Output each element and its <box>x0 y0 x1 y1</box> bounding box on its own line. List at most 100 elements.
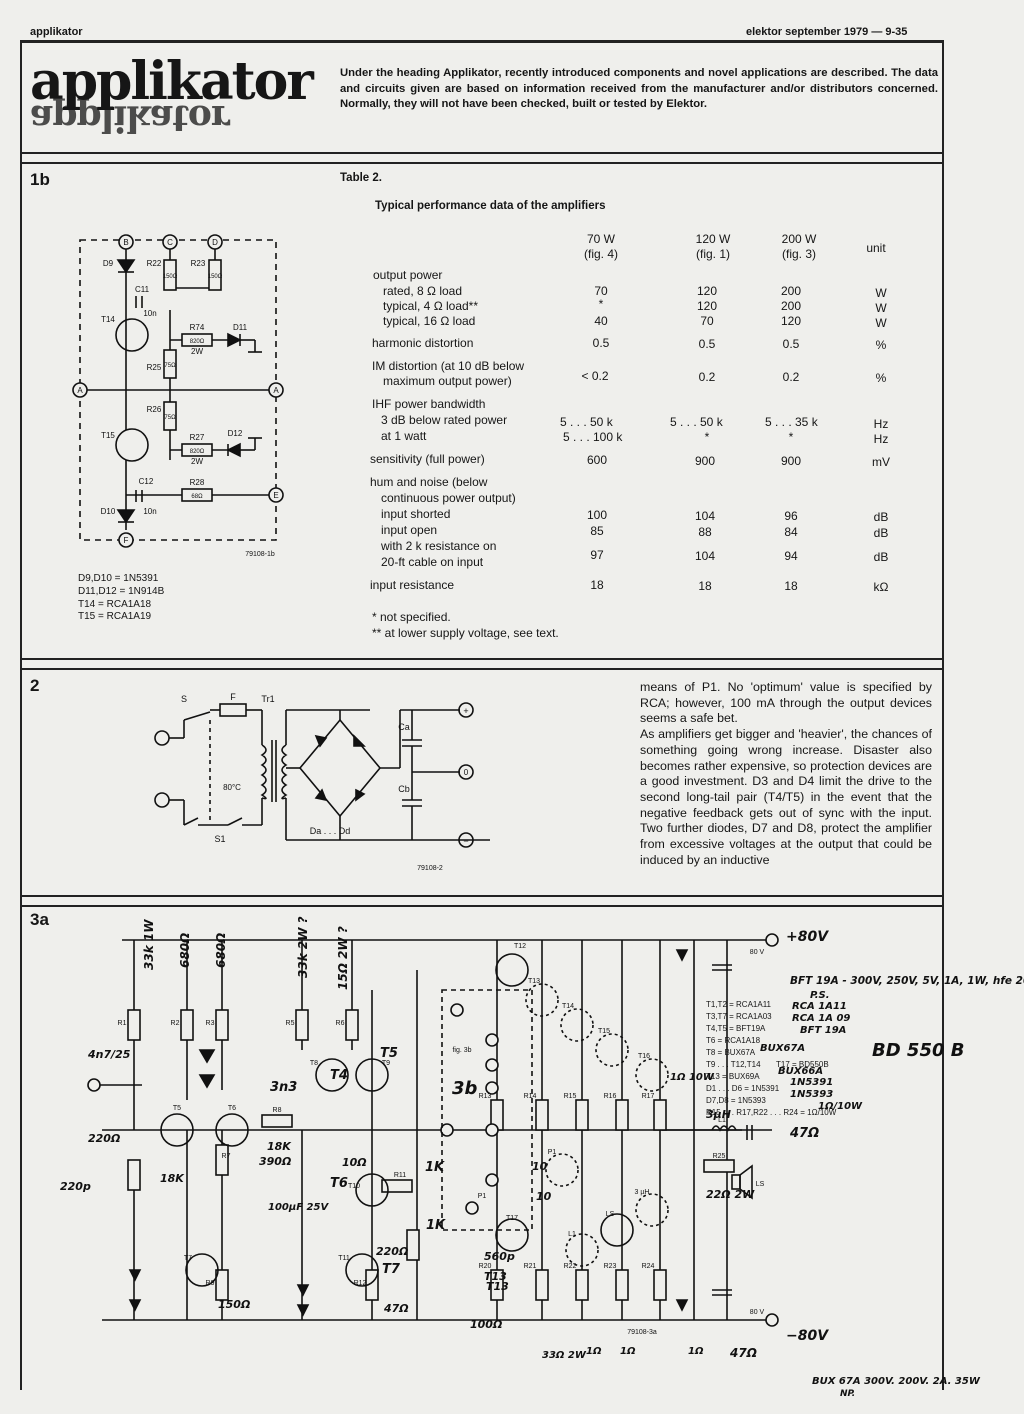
svg-text:Ca: Ca <box>398 722 410 732</box>
svg-text:2W: 2W <box>191 457 203 466</box>
running-header-right: elektor september 1979 — 9-35 <box>746 26 908 38</box>
row-value: 120 <box>696 299 718 313</box>
table-footnote-1: * not specified. <box>372 610 451 624</box>
row-label: at 1 watt <box>381 429 427 443</box>
svg-text:T14: T14 <box>101 315 115 324</box>
svg-text:R22: R22 <box>147 259 162 268</box>
row-label: input resistance <box>370 578 455 592</box>
section-3a-label: 3a <box>30 910 49 929</box>
svg-text:F: F <box>230 692 236 702</box>
row-value: 104 <box>694 509 716 523</box>
row-value: 5 . . . 35 k <box>765 415 818 429</box>
svg-text:T6: T6 <box>228 1105 236 1112</box>
svg-text:T9: T9 <box>382 1060 390 1067</box>
table-footnote-2: ** at lower supply voltage, see text. <box>372 626 559 640</box>
row-label: typical, 4 Ω load** <box>383 299 479 313</box>
svg-text:R20: R20 <box>479 1263 492 1270</box>
row-value: 18 <box>784 579 798 593</box>
row-label: 3 dB below rated power <box>381 413 508 427</box>
svg-text:R15: R15 <box>564 1093 577 1100</box>
row-value: 5 . . . 100 k <box>563 430 623 444</box>
row-value: 88 <box>698 525 712 539</box>
svg-text:P1: P1 <box>548 1149 557 1156</box>
row-unit: Hz <box>873 432 889 446</box>
svg-text:R27: R27 <box>190 433 205 442</box>
node-b: B <box>123 238 128 247</box>
running-header-left: applikator <box>30 26 83 38</box>
row-value: 0.5 <box>592 336 610 350</box>
svg-text:3 µH: 3 µH <box>635 1189 650 1196</box>
svg-text:75Ω: 75Ω <box>164 415 176 421</box>
node-a-left: A <box>77 386 83 395</box>
node-d: D <box>212 238 218 247</box>
row-value: 96 <box>784 509 798 523</box>
svg-text:R21: R21 <box>524 1263 537 1270</box>
header-rule <box>20 40 942 43</box>
svg-text:R8: R8 <box>273 1107 282 1114</box>
row-unit: dB <box>873 526 889 540</box>
node-c: C <box>167 238 173 247</box>
row-label: harmonic distortion <box>372 336 474 350</box>
row-value: 0.2 <box>698 370 716 384</box>
row-value: 94 <box>784 549 798 563</box>
svg-text:R2: R2 <box>171 1020 180 1027</box>
svg-text:−: − <box>463 836 468 846</box>
svg-text:80 V: 80 V <box>750 949 765 956</box>
row-unit: W <box>875 316 887 330</box>
node-a-right: A <box>273 386 279 395</box>
applikator-logo-reflection: applikator <box>30 97 229 139</box>
svg-text:R14: R14 <box>524 1093 537 1100</box>
svg-text:R26: R26 <box>147 405 162 414</box>
col-head-70w: 70 W <box>586 232 615 246</box>
row-value: 84 <box>784 525 798 539</box>
svg-text:R22: R22 <box>564 1263 577 1270</box>
svg-text:R23: R23 <box>604 1263 617 1270</box>
svg-text:820Ω: 820Ω <box>190 449 205 455</box>
node-e: E <box>273 491 278 500</box>
svg-text:Da . . . Dd: Da . . . Dd <box>310 826 351 836</box>
row-value: 0.5 <box>782 337 800 351</box>
table-2-title: Typical performance data of the amplifie… <box>375 200 606 212</box>
svg-text:75Ω: 75Ω <box>164 363 176 369</box>
svg-text:P1: P1 <box>478 1193 487 1200</box>
row-value: 18 <box>590 578 604 592</box>
col-fig-120w: (fig. 1) <box>695 247 730 261</box>
minus-rail-note: −80V <box>786 1328 829 1344</box>
svg-text:LS: LS <box>756 1181 765 1188</box>
body-paragraph-1: means of P1. No 'optimum' value is speci… <box>640 680 932 726</box>
svg-text:R7: R7 <box>222 1153 231 1160</box>
row-unit: Hz <box>873 417 889 431</box>
svg-text:T13: T13 <box>528 978 540 985</box>
svg-text:10n: 10n <box>143 309 156 318</box>
svg-text:fig. 3b: fig. 3b <box>452 1047 471 1054</box>
row-unit: dB <box>873 550 889 564</box>
col-head-unit: unit <box>866 241 886 255</box>
row-value: 0.5 <box>698 337 716 351</box>
svg-text:T12: T12 <box>514 943 526 950</box>
intro-paragraph: Under the heading Applikator, recently i… <box>340 67 938 110</box>
page-frame <box>20 40 944 1390</box>
svg-text:150Ω: 150Ω <box>163 274 178 280</box>
body-paragraph-2: As amplifiers get bigger and 'heavier', … <box>640 727 932 867</box>
row-value: 85 <box>590 524 604 538</box>
row-unit: kΩ <box>873 580 889 594</box>
row-label: IHF power bandwidth <box>372 397 486 411</box>
svg-text:R6: R6 <box>336 1020 345 1027</box>
row-label: input shorted <box>381 507 451 521</box>
bd550b-note: BD 550 B <box>872 1040 965 1061</box>
applikator-logo: applikator <box>30 51 314 112</box>
svg-text:L1: L1 <box>718 1117 726 1124</box>
row-unit: mV <box>872 455 890 469</box>
svg-text:10n: 10n <box>143 507 156 516</box>
rule-after-intro <box>20 152 942 154</box>
svg-text:T5: T5 <box>173 1105 181 1112</box>
row-value: 104 <box>694 549 716 563</box>
section-2-label: 2 <box>30 676 40 695</box>
svg-text:T17: T17 <box>506 1215 518 1222</box>
node-f: F <box>124 536 129 545</box>
svg-text:T8: T8 <box>310 1060 318 1067</box>
row-label: IM distortion (at 10 dB below <box>372 359 525 373</box>
row-value: 120 <box>696 284 718 298</box>
col-head-200w: 200 W <box>781 232 817 246</box>
svg-text:+: + <box>463 706 468 716</box>
